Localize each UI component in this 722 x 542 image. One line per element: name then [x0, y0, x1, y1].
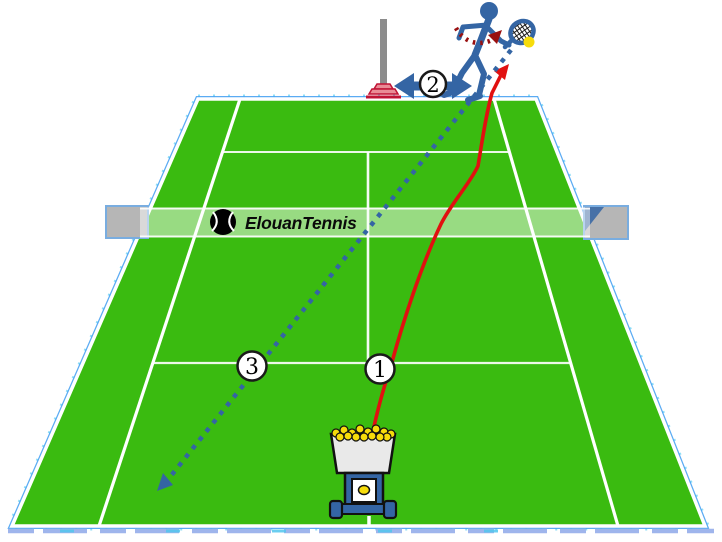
- machine-wheel-right: [382, 499, 398, 520]
- step-markers: 1 2 3: [236, 69, 448, 385]
- tennis-court: [9, 97, 708, 528]
- hopper-balls: [331, 424, 396, 442]
- right-singles-sideline: [492, 98, 620, 527]
- player-figure: [441, 2, 538, 103]
- step-3-label: 3: [245, 355, 259, 380]
- swing-arc: [454, 26, 502, 46]
- ball-machine: [328, 424, 398, 520]
- arrowhead-left: [394, 73, 414, 99]
- return-arrowhead: [157, 473, 173, 491]
- return-trajectory: [157, 48, 513, 491]
- step-1-label: 1: [373, 358, 387, 383]
- swing-arrowhead: [488, 30, 502, 44]
- feed-arrowhead: [494, 64, 509, 80]
- brand-logo-text: ElouanTennis: [245, 213, 357, 233]
- player-foot-right: [465, 93, 483, 103]
- step-marker-1: 1: [364, 353, 396, 385]
- machine-wheel-left: [328, 499, 344, 520]
- net-post-right-flag: [585, 207, 604, 231]
- player-foot-left: [441, 88, 459, 98]
- brand-logo: ElouanTennis: [210, 209, 357, 235]
- struck-ball: [523, 36, 535, 48]
- step-marker-2: 2: [418, 69, 448, 99]
- machine-axle: [340, 503, 387, 515]
- marker-pole: [366, 19, 401, 99]
- machine-panel-ball: [357, 484, 371, 496]
- net-post-left: [105, 205, 149, 239]
- tennis-ball-icon: [210, 209, 236, 235]
- player-head: [480, 2, 498, 20]
- left-singles-sideline: [97, 98, 242, 527]
- player-leg-right: [472, 52, 487, 98]
- net: ElouanTennis: [105, 205, 629, 240]
- player-leg-left: [451, 52, 478, 92]
- court-surface: [9, 97, 708, 528]
- step-marker-3: 3: [236, 350, 268, 382]
- step-2-label: 2: [426, 73, 439, 97]
